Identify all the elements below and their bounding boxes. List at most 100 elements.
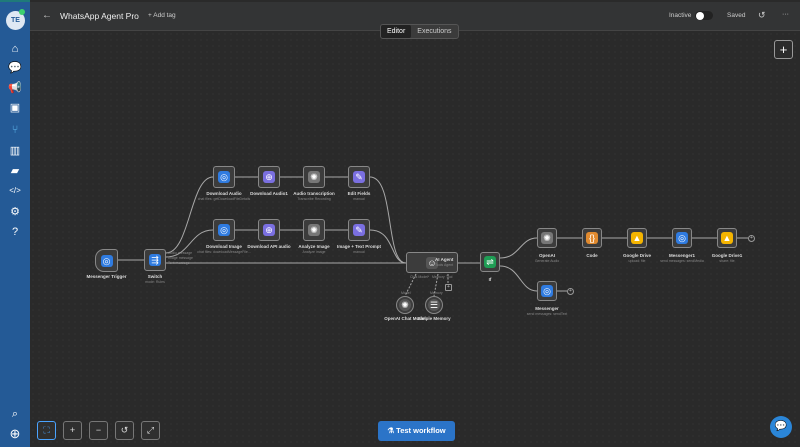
- download-image-icon: ◎: [218, 224, 230, 236]
- add-connection-handle[interactable]: +: [567, 288, 574, 295]
- reset-zoom-button[interactable]: ↺: [115, 421, 134, 440]
- node-download-audio1[interactable]: ⊕Download Audio1: [250, 166, 288, 196]
- chat-button[interactable]: 💬: [770, 416, 792, 438]
- ai-agent-icon: ☺: [426, 256, 438, 269]
- active-status-label: Inactive: [669, 12, 692, 19]
- node-code[interactable]: {} Code: [582, 228, 602, 258]
- node-title: If: [488, 277, 492, 282]
- zoom-out-button[interactable]: −: [89, 421, 108, 440]
- avatar[interactable]: TE: [6, 11, 25, 30]
- connection: [499, 237, 538, 259]
- node-if[interactable]: ⇌If: [480, 252, 500, 282]
- download-api-audio-icon: ⊕: [263, 224, 275, 236]
- port-label: Tool: [446, 275, 453, 279]
- port-label: Memory: [432, 275, 445, 279]
- download-audio-icon: ◎: [218, 171, 230, 183]
- workflow-canvas[interactable]: [30, 31, 800, 447]
- node-title: Google Drive1: [711, 253, 743, 258]
- add-node-button[interactable]: +: [774, 40, 793, 59]
- tidy-up-button[interactable]: ⤢: [141, 421, 160, 440]
- node-label: Code: [586, 253, 597, 259]
- google-drive-icon: ▲: [631, 232, 643, 244]
- help-icon[interactable]: ?: [11, 226, 19, 238]
- connection: [165, 229, 214, 258]
- memory-icon: ☰: [428, 299, 440, 311]
- trigger-icon: ◎: [100, 254, 113, 267]
- search-icon[interactable]: ⌕: [11, 408, 19, 420]
- edit-fields-icon: ✎: [353, 171, 365, 183]
- node-memory[interactable]: ☰Simple Memory: [417, 296, 451, 321]
- connection: [499, 265, 538, 292]
- node-title: Messenger1: [668, 253, 695, 258]
- folder-icon[interactable]: ▰: [10, 165, 20, 177]
- node-subtitle: manual: [353, 197, 365, 201]
- node-subtitle: send messages: sendMedia: [660, 259, 704, 263]
- google-drive1-icon: ▲: [721, 232, 733, 244]
- back-button[interactable]: ←: [42, 10, 52, 21]
- saved-status: Saved: [727, 12, 746, 19]
- connection: [369, 176, 407, 264]
- port-label: Memory: [430, 291, 443, 295]
- node-trigger[interactable]: ◎ Messenger Trigger: [86, 249, 127, 279]
- code-icon[interactable]: </>: [9, 186, 21, 195]
- home-icon[interactable]: ⌂: [11, 43, 19, 55]
- chat-icon[interactable]: 💬: [8, 62, 22, 74]
- add-icon[interactable]: ⊕: [9, 426, 21, 441]
- messenger1-icon: ◎: [676, 232, 688, 244]
- node-title: Download Image: [206, 244, 242, 249]
- chart-icon[interactable]: ▥: [9, 145, 21, 157]
- add-connection-handle[interactable]: +: [445, 284, 452, 291]
- node-title: Image + Text Prompt: [336, 244, 382, 249]
- workflow-title[interactable]: WhatsApp Agent Pro: [60, 11, 139, 21]
- node-subtitle: send messages: sendText: [526, 312, 568, 316]
- workflow-icon[interactable]: ⑂: [11, 124, 19, 136]
- node-chat-model[interactable]: ✺OpenAI Chat Model: [384, 296, 426, 321]
- connection: [369, 229, 407, 264]
- node-subtitle: Generate Audio: [534, 259, 560, 263]
- more-menu-button[interactable]: ···: [782, 11, 789, 18]
- node-title: Download API audio: [247, 244, 291, 249]
- active-toggle[interactable]: [695, 11, 713, 20]
- node-download-api-audio[interactable]: ⊕ Download API audio: [247, 219, 291, 249]
- add-tag-link[interactable]: + Add tag: [148, 12, 176, 19]
- gear-icon[interactable]: ⚙: [10, 206, 20, 218]
- tab-editor[interactable]: Editor: [381, 25, 412, 38]
- fit-view-button[interactable]: ⛶: [37, 421, 56, 440]
- megaphone-icon[interactable]: 📢: [8, 82, 22, 94]
- tab-executions[interactable]: Executions: [417, 28, 452, 35]
- node-title: AI Agent: [435, 257, 454, 262]
- code-icon: {}: [586, 232, 598, 244]
- zoom-in-button[interactable]: +: [63, 421, 82, 440]
- sidebar: TE ⌂ 💬 📢 ▣ ⑂ ▥ ▰ </> ⚙ ? ⌕ ⊕: [0, 0, 30, 447]
- add-connection-handle[interactable]: +: [748, 235, 755, 242]
- history-icon[interactable]: ↺: [758, 10, 766, 20]
- test-workflow-button[interactable]: ⚗ Test workflow: [378, 421, 455, 441]
- analyze-image-icon: ✺: [308, 224, 320, 236]
- node-title: Messenger Trigger: [86, 274, 127, 279]
- switch-icon: ⇶: [149, 254, 161, 266]
- port-label: Chat Model*: [410, 275, 430, 279]
- contacts-icon[interactable]: ▣: [9, 102, 21, 114]
